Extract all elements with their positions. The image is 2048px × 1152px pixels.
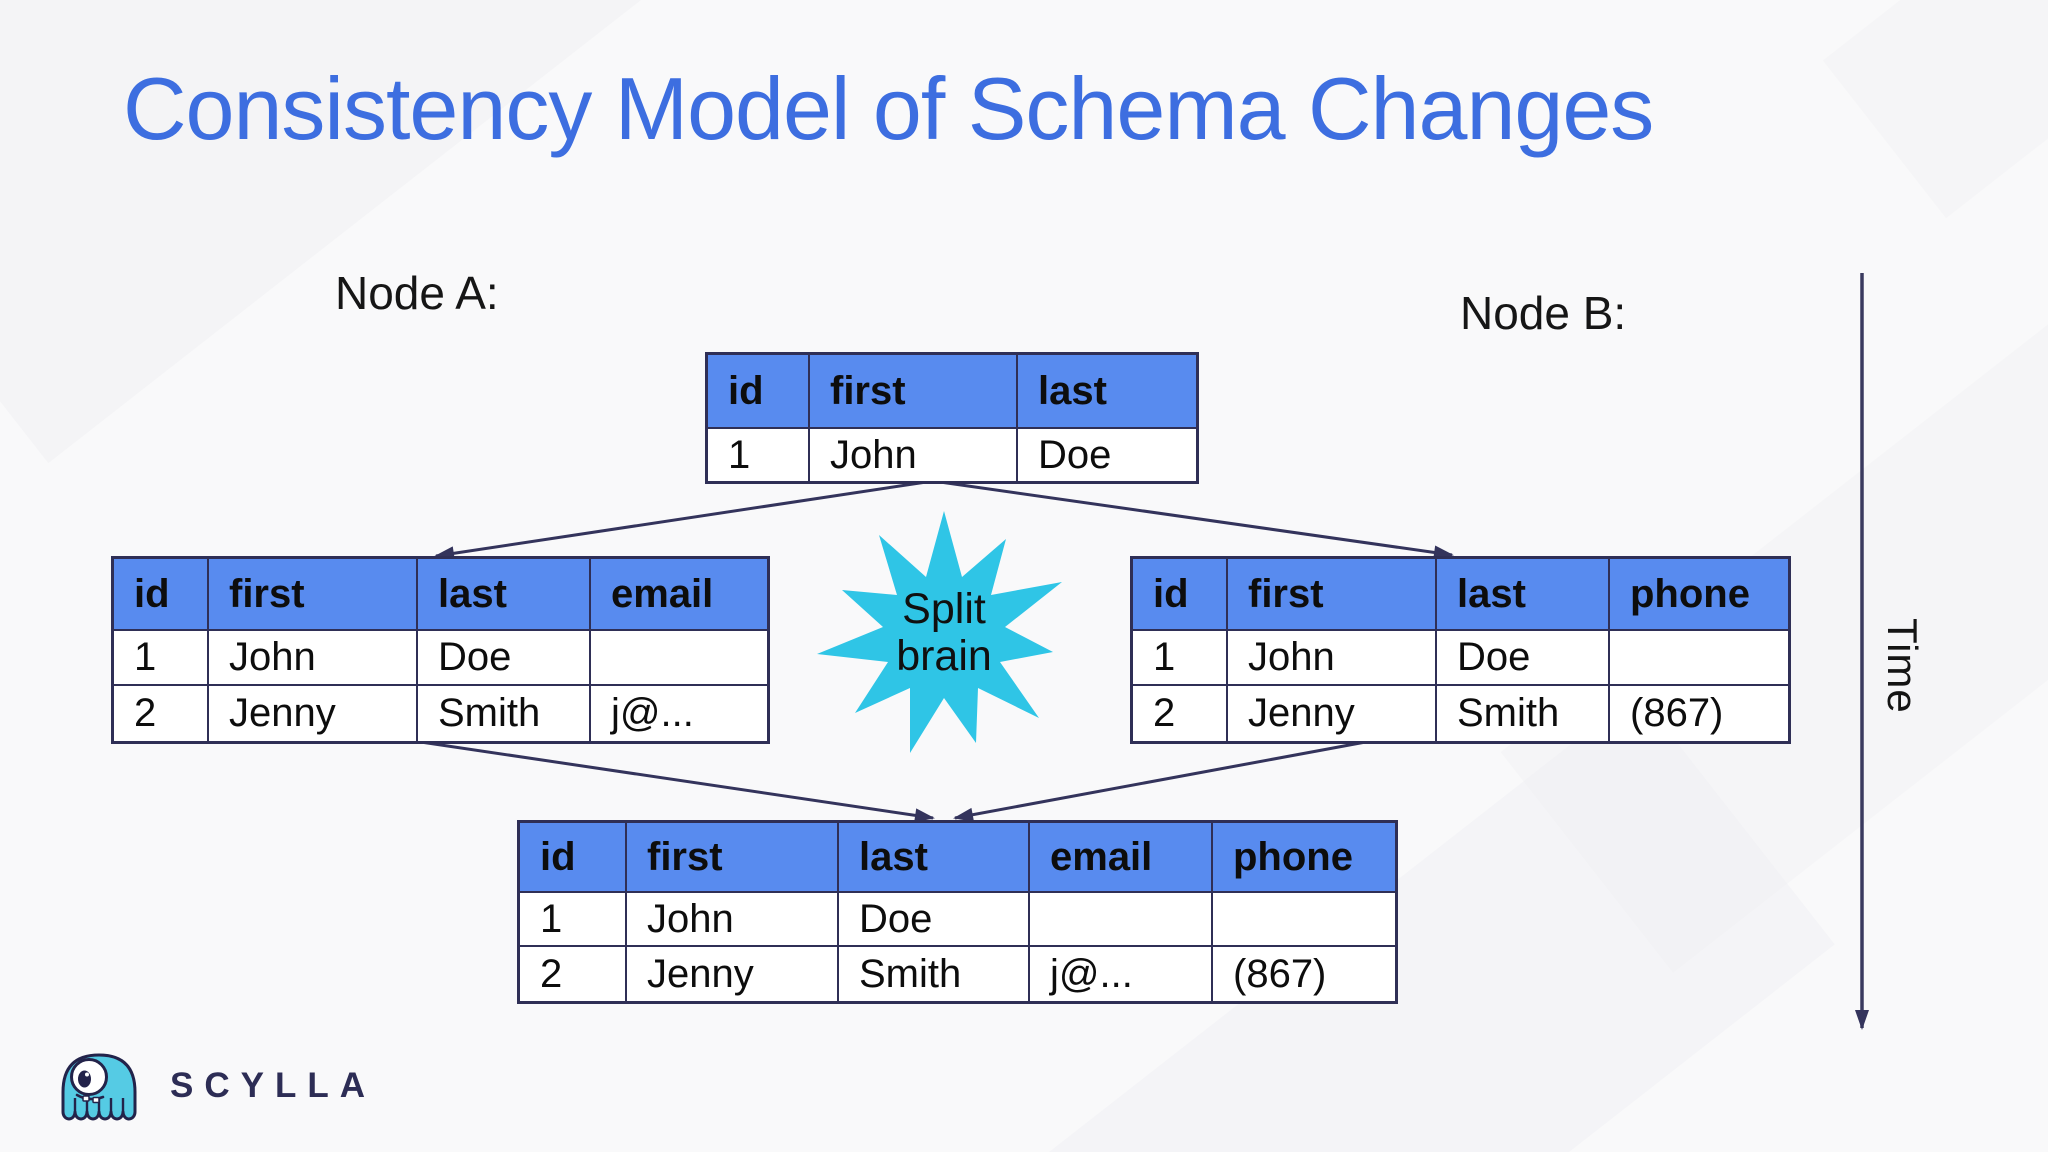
table-cell: John (209, 631, 418, 686)
table-cell: 2 (1133, 686, 1228, 741)
arrow-node-a-to-merged (413, 739, 935, 823)
column-header: phone (1213, 823, 1395, 893)
table-cell: Doe (839, 893, 1030, 947)
column-header: last (839, 823, 1030, 893)
column-header: first (627, 823, 839, 893)
column-header: last (418, 559, 591, 631)
column-header: email (591, 559, 767, 631)
table-cell: Smith (1437, 686, 1610, 741)
node-a-label: Node A: (335, 267, 499, 319)
table-cell: 1 (520, 893, 627, 947)
arrow-initial-to-node-a (434, 479, 934, 561)
column-header: id (520, 823, 627, 893)
split-brain-line1: Split (902, 585, 986, 633)
column-header: first (810, 355, 1018, 429)
scylla-logo: SCYLLA (56, 1046, 376, 1126)
table-cell: j@... (1030, 947, 1213, 1001)
time-axis-label: Time (1879, 618, 1926, 714)
scylla-logo-text: SCYLLA (170, 1066, 376, 1105)
scylla-mascot-icon (61, 1053, 137, 1121)
table-cell: 1 (708, 429, 810, 481)
column-header: email (1030, 823, 1213, 893)
table-cell: Smith (418, 686, 591, 741)
column-header: first (1228, 559, 1437, 631)
table-cell: 2 (114, 686, 209, 741)
table-cell: Doe (418, 631, 591, 686)
table-merged-schema: id first last email phone 1 John Doe 2 J… (517, 820, 1398, 1004)
column-header: id (114, 559, 209, 631)
table-cell: Jenny (1228, 686, 1437, 741)
table-cell (1610, 631, 1788, 686)
column-header: last (1018, 355, 1196, 429)
arrow-node-b-to-merged (953, 739, 1372, 822)
split-brain-label: Split brain (844, 585, 1044, 681)
table-cell: 1 (114, 631, 209, 686)
column-header: id (708, 355, 810, 429)
table-initial-schema: id first last 1 John Doe (705, 352, 1199, 484)
table-cell: John (1228, 631, 1437, 686)
table-node-a: id first last email 1 John Doe 2 Jenny S… (111, 556, 770, 744)
column-header: first (209, 559, 418, 631)
table-cell: Doe (1038, 432, 1112, 477)
table-cell: Doe (1437, 631, 1610, 686)
column-header: phone (1610, 559, 1788, 631)
table-cell: Jenny (209, 686, 418, 741)
table-cell: (867) (1630, 691, 1724, 735)
table-node-b: id first last phone 1 John Doe 2 Jenny S… (1130, 556, 1791, 744)
arrow-initial-to-node-b (932, 479, 1454, 560)
table-cell: 1 (1133, 631, 1228, 686)
table-cell: Jenny (627, 947, 839, 1001)
table-cell (591, 631, 767, 686)
table-cell: 2 (520, 947, 627, 1001)
table-cell (1213, 893, 1395, 947)
split-brain-line2: brain (896, 632, 992, 681)
table-cell (1030, 893, 1213, 947)
table-cell: John (627, 893, 839, 947)
table-cell: John (810, 429, 1018, 481)
page-title: Consistency Model of Schema Changes (123, 59, 1654, 158)
column-header: id (1133, 559, 1228, 631)
table-cell: j@... (611, 691, 694, 735)
table-cell: Smith (839, 947, 1030, 1001)
node-b-label: Node B: (1460, 287, 1627, 339)
column-header: last (1437, 559, 1610, 631)
table-cell: (867) (1233, 951, 1327, 996)
